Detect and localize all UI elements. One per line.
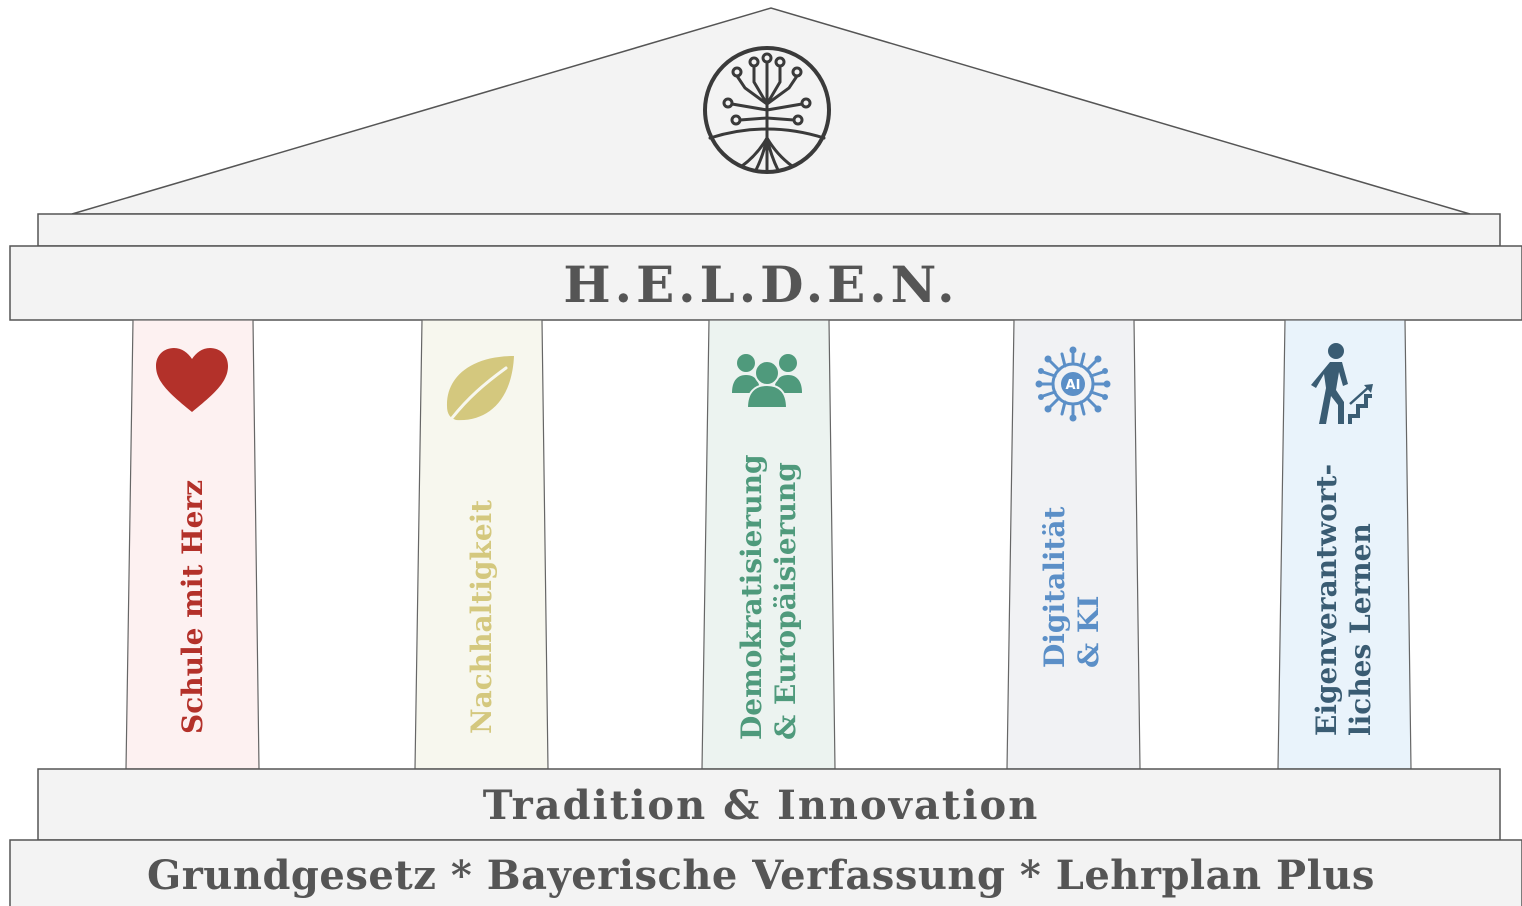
foundation-band: [9, 839, 1522, 906]
pillar-label-eigenverantwortliches-lernen: Eigenverantwort- liches Lernen: [1310, 464, 1378, 736]
pediment: [71, 7, 1471, 215]
heart-icon: [156, 348, 228, 412]
pillar-label-line: & Europäisierung: [769, 462, 802, 740]
pillar-label-digitalitaet: Digitalität & KI: [1038, 507, 1106, 669]
pillar-label-line: liches Lernen: [1344, 523, 1377, 736]
pillar-label-line: Eigenverantwort-: [1310, 463, 1343, 736]
pillar-label-line: Demokratisierung: [735, 454, 768, 740]
page-title: H.E.L.D.E.N.: [563, 255, 959, 314]
tradition-band-label: Tradition & Innovation: [482, 782, 1040, 829]
pillar-label-line: Schule mit Herz: [176, 479, 209, 734]
pillar-label-schule-mit-herz: Schule mit Herz: [176, 480, 210, 734]
foundation-band-label: Grundgesetz * Bayerische Verfassung * Le…: [147, 852, 1375, 899]
pillar-label-demokratisierung: Demokratisierung & Europäisierung: [735, 454, 803, 740]
roof-ledge: [37, 213, 1501, 247]
pillar-label-line: & KI: [1072, 595, 1105, 668]
ai-chip-label: AI: [1066, 378, 1081, 393]
title-band: [9, 245, 1522, 321]
person-climbing-stairs-icon: [1311, 343, 1373, 424]
ai-chip-icon: [1035, 346, 1111, 422]
leaf-icon: [446, 356, 514, 421]
middle-band: [37, 768, 1501, 841]
pillar-label-line: Digitalität: [1038, 506, 1071, 669]
pillar-label-line: Nachhaltigkeit: [465, 499, 498, 734]
tree-circuit-emblem-icon: [703, 46, 831, 174]
pillar-label-nachhaltigkeit: Nachhaltigkeit: [465, 500, 499, 734]
people-group-icon: [732, 354, 802, 409]
